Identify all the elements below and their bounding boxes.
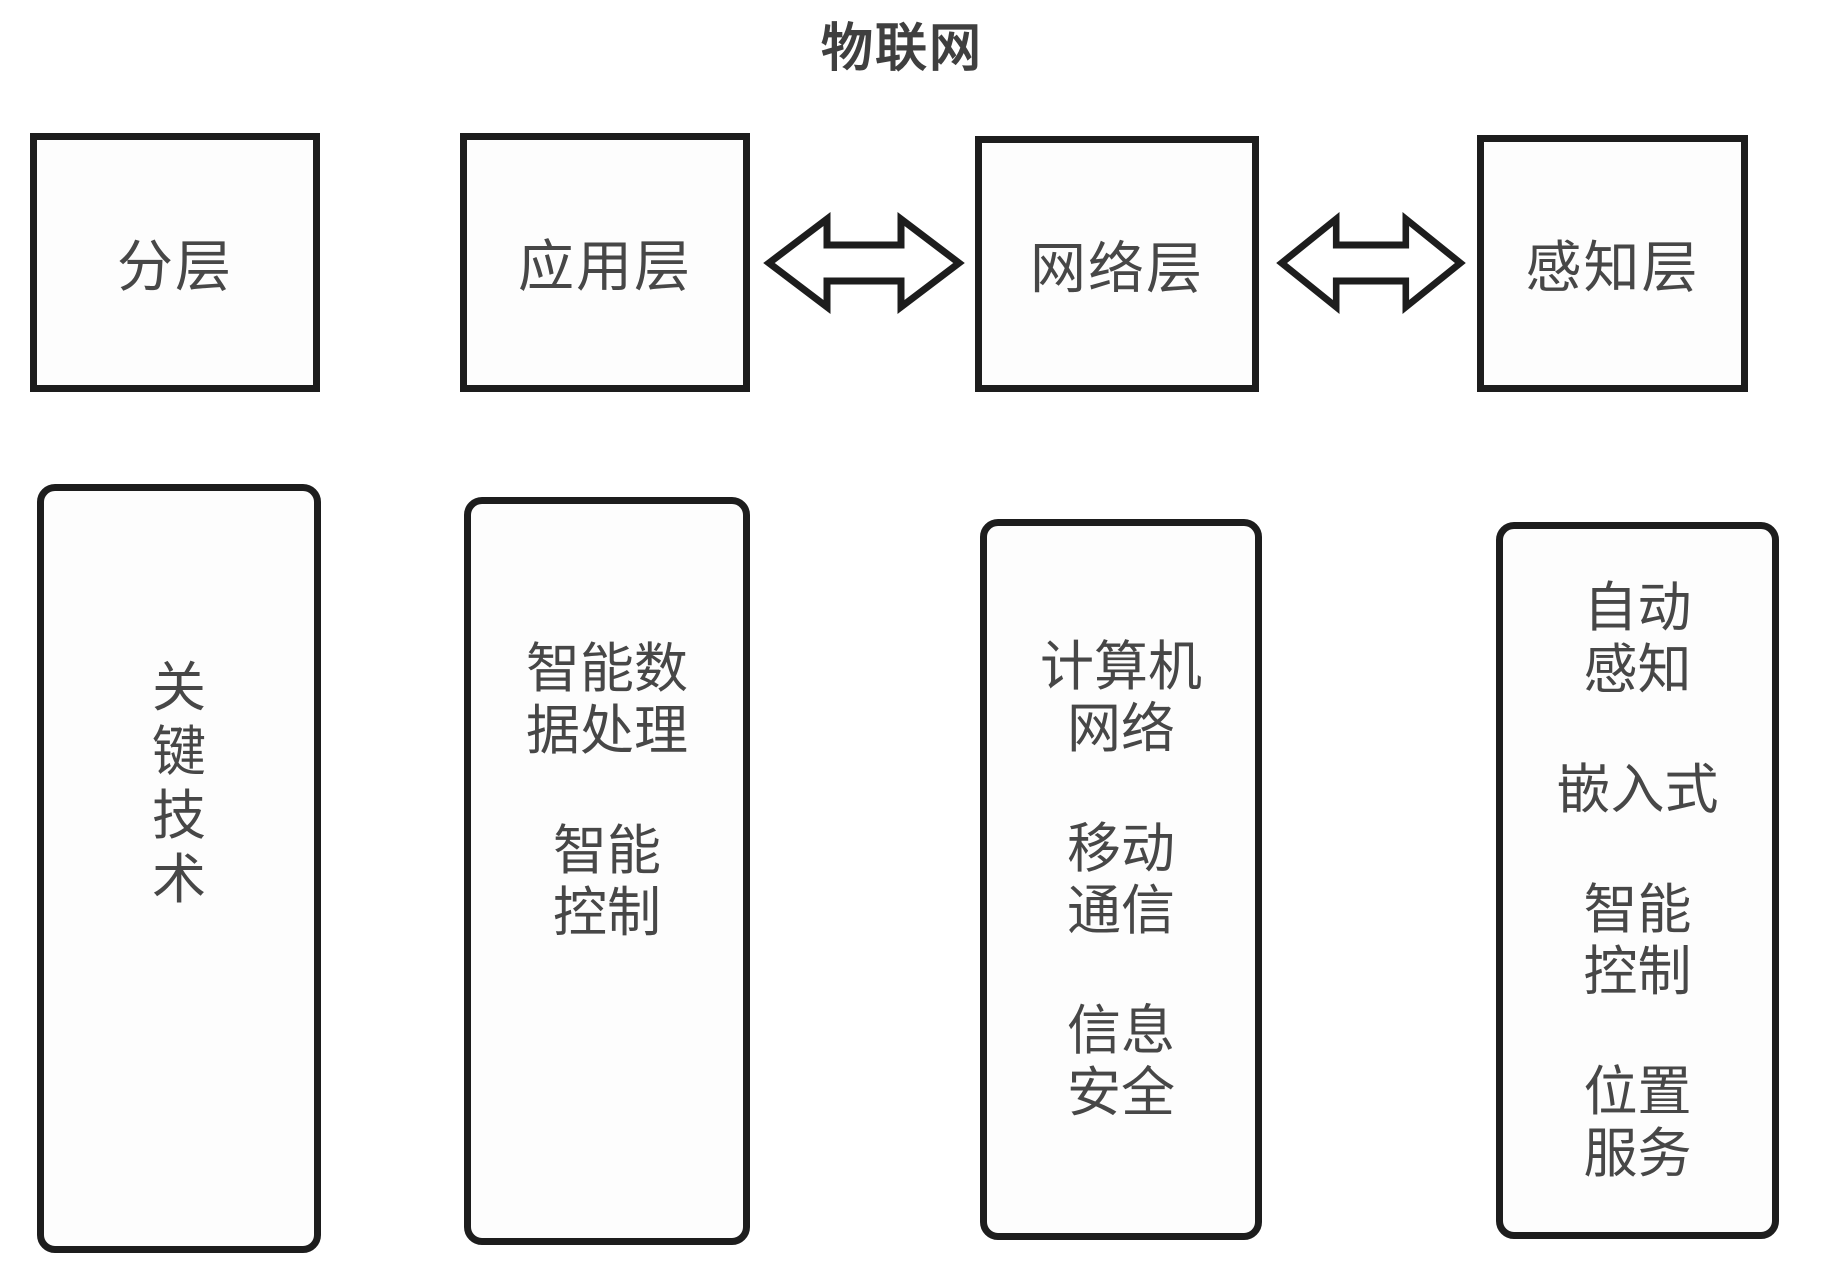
- tech-group: 智能 控制: [553, 820, 661, 944]
- tech-group: 智能 控制: [1583, 877, 1692, 1003]
- key-technology-header-box: 关 键 技 术: [37, 484, 321, 1253]
- layers-header-box: 分层: [30, 133, 320, 392]
- tech-line: 计算机: [1040, 634, 1202, 698]
- application-layer-tech-box: 智能数 据处理 智能 控制: [464, 497, 750, 1245]
- tech-line: 智能: [1583, 877, 1692, 941]
- tech-group: 自动 感知: [1583, 575, 1692, 701]
- tech-line: 嵌入式: [1556, 757, 1719, 821]
- key-technology-label: 关 键 技 术: [152, 656, 206, 912]
- tech-line: 控制: [553, 881, 661, 944]
- tech-group: 智能数 据处理: [526, 638, 688, 762]
- network-layer-label: 网络层: [1030, 236, 1204, 302]
- layers-header-label: 分层: [117, 235, 233, 300]
- application-tech-list: 智能数 据处理 智能 控制: [526, 638, 688, 944]
- network-layer-box: 网络层: [975, 136, 1259, 392]
- key-technology-char: 技: [152, 783, 206, 847]
- tech-line: 服务: [1583, 1121, 1692, 1185]
- perception-layer-box: 感知层: [1477, 135, 1748, 392]
- tech-group: 计算机 网络: [1040, 634, 1202, 760]
- tech-line: 网络: [1067, 696, 1175, 760]
- perception-layer-tech-box: 自动 感知 嵌入式 智能 控制 位置 服务: [1496, 522, 1779, 1239]
- tech-line: 位置: [1583, 1059, 1692, 1123]
- tech-line: 据处理: [526, 699, 688, 762]
- double-headed-arrow-icon: [1276, 208, 1466, 318]
- tech-line: 信息: [1067, 998, 1175, 1062]
- tech-line: 自动: [1583, 575, 1692, 639]
- network-tech-list: 计算机 网络 移动 通信 信息 安全: [1040, 634, 1202, 1124]
- tech-line: 智能数: [526, 637, 688, 700]
- application-layer-label: 应用层: [518, 235, 692, 300]
- tech-line: 智能: [553, 819, 661, 882]
- key-technology-char: 关: [152, 655, 206, 719]
- tech-group: 移动 通信: [1067, 816, 1175, 942]
- perception-tech-list: 自动 感知 嵌入式 智能 控制 位置 服务: [1556, 575, 1719, 1185]
- tech-group: 位置 服务: [1583, 1059, 1692, 1185]
- tech-line: 通信: [1067, 878, 1175, 942]
- tech-line: 移动: [1067, 816, 1175, 880]
- tech-group: 信息 安全: [1067, 998, 1175, 1124]
- application-layer-box: 应用层: [460, 133, 750, 392]
- double-headed-arrow-icon: [763, 208, 965, 318]
- tech-line: 控制: [1583, 939, 1692, 1003]
- key-technology-char: 键: [152, 719, 206, 783]
- tech-line: 感知: [1583, 637, 1692, 701]
- tech-group: 嵌入式: [1556, 757, 1719, 821]
- network-layer-tech-box: 计算机 网络 移动 通信 信息 安全: [980, 519, 1262, 1240]
- diagram-title: 物联网: [820, 19, 983, 79]
- key-technology-char: 术: [152, 847, 206, 911]
- tech-line: 安全: [1067, 1060, 1175, 1124]
- perception-layer-label: 感知层: [1525, 236, 1700, 301]
